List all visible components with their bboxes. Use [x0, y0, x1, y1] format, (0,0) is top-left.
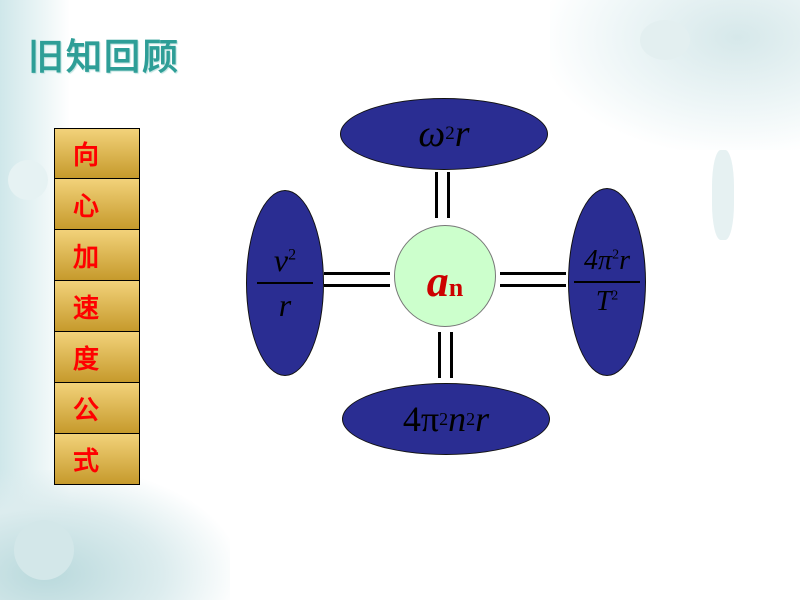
formula-numerator: v [273, 241, 289, 278]
connector-right-line [500, 284, 566, 287]
connector-left-line [324, 284, 390, 287]
formula-middle: n [448, 399, 467, 439]
flower-icon [640, 20, 690, 60]
crystal-pendant-icon [712, 150, 734, 240]
center-subscript: n [448, 273, 464, 302]
formula-superscript: 2 [611, 288, 619, 304]
formula-tail: r [475, 399, 490, 439]
connector-bottom-line [450, 332, 453, 378]
connector-top-line [435, 172, 438, 218]
side-label-column: 向 心 加 速 度 公 式 [54, 128, 140, 485]
connector-bottom-line [438, 332, 441, 378]
formula-tail: r [454, 113, 470, 155]
formula-4pi-squared-r-over-t-squared: 4π2r T2 [568, 188, 646, 376]
flower-icon [8, 160, 48, 200]
fraction-bar [574, 281, 640, 283]
side-label-cell: 度 [54, 332, 140, 383]
center-symbol: a [426, 257, 449, 306]
formula-superscript: 2 [439, 408, 449, 429]
formula-base: ω [418, 113, 446, 155]
formula-denominator: r [278, 287, 292, 323]
connector-left-line [324, 272, 390, 275]
side-label-cell: 心 [54, 179, 140, 230]
page-title: 旧知回顾 [28, 37, 181, 78]
formula-numerator-tail: r [619, 245, 630, 277]
side-label-cell: 速 [54, 281, 140, 332]
formula-superscript: 2 [288, 246, 297, 264]
formula-numerator-prefix: 4π [584, 245, 613, 277]
flower-icon [14, 520, 74, 580]
side-label-cell: 式 [54, 434, 140, 485]
formula-superscript: 2 [445, 123, 455, 144]
side-label-cell: 向 [54, 128, 140, 179]
fraction-bar [257, 282, 313, 284]
connector-top-line [447, 172, 450, 218]
formula-superscript: 2 [612, 247, 620, 263]
side-label-cell: 加 [54, 230, 140, 281]
formula-prefix: 4π [402, 399, 440, 439]
connector-right-line [500, 272, 566, 275]
formula-superscript: 2 [466, 408, 476, 429]
formula-denominator: T [595, 286, 612, 317]
formula-v-squared-over-r: v2 r [246, 190, 324, 376]
side-label-cell: 公 [54, 383, 140, 434]
